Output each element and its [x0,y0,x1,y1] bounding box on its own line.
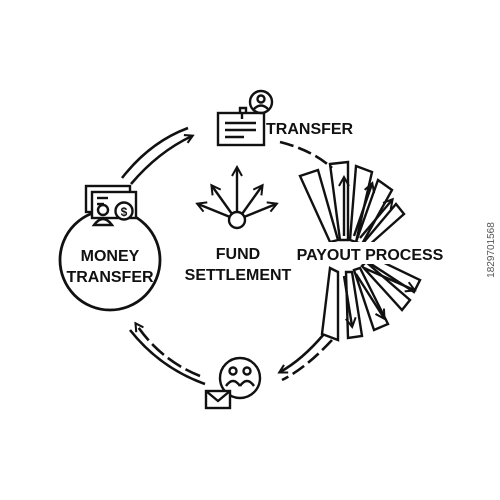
stock-id-text: 1829701568 [486,222,497,278]
person-group-icon [218,356,262,400]
person-icon [91,203,115,227]
stock-id-watermark: 1829701568 [486,222,497,278]
fund-label-line2: SETTLEMENT [185,267,292,284]
network-arrows-icon [198,168,276,230]
payout-label: PAYOUT PROCESS [297,247,444,264]
dollar-icon: $ [114,201,134,221]
money-label-line2: TRANSFER [66,269,154,286]
transfer-node: TRANSFER [216,89,354,147]
cycle-arrow-bottom-left [128,324,206,386]
id-card-icon [216,106,266,147]
fund-label-line1: FUND [216,246,260,263]
transfer-label: TRANSFER [266,121,354,138]
contact-node [204,356,262,410]
money-label-line1: MONEY [81,248,140,265]
cycle-arrow-top-left [120,126,192,185]
payout-fan-icon [298,160,422,342]
payout-label-bg [300,242,442,264]
fund-settlement-node: FUND SETTLEMENT [185,168,292,284]
person-badge-icon [248,89,274,115]
cycle-arrow-bottom-right [280,333,333,382]
envelope-icon [204,389,232,410]
svg-text:$: $ [121,205,128,219]
money-transfer-node: $ MONEY TRANSFER [58,184,162,312]
cycle-arrow-top-right [279,140,333,169]
payout-process-node: PAYOUT PROCESS [297,160,444,342]
